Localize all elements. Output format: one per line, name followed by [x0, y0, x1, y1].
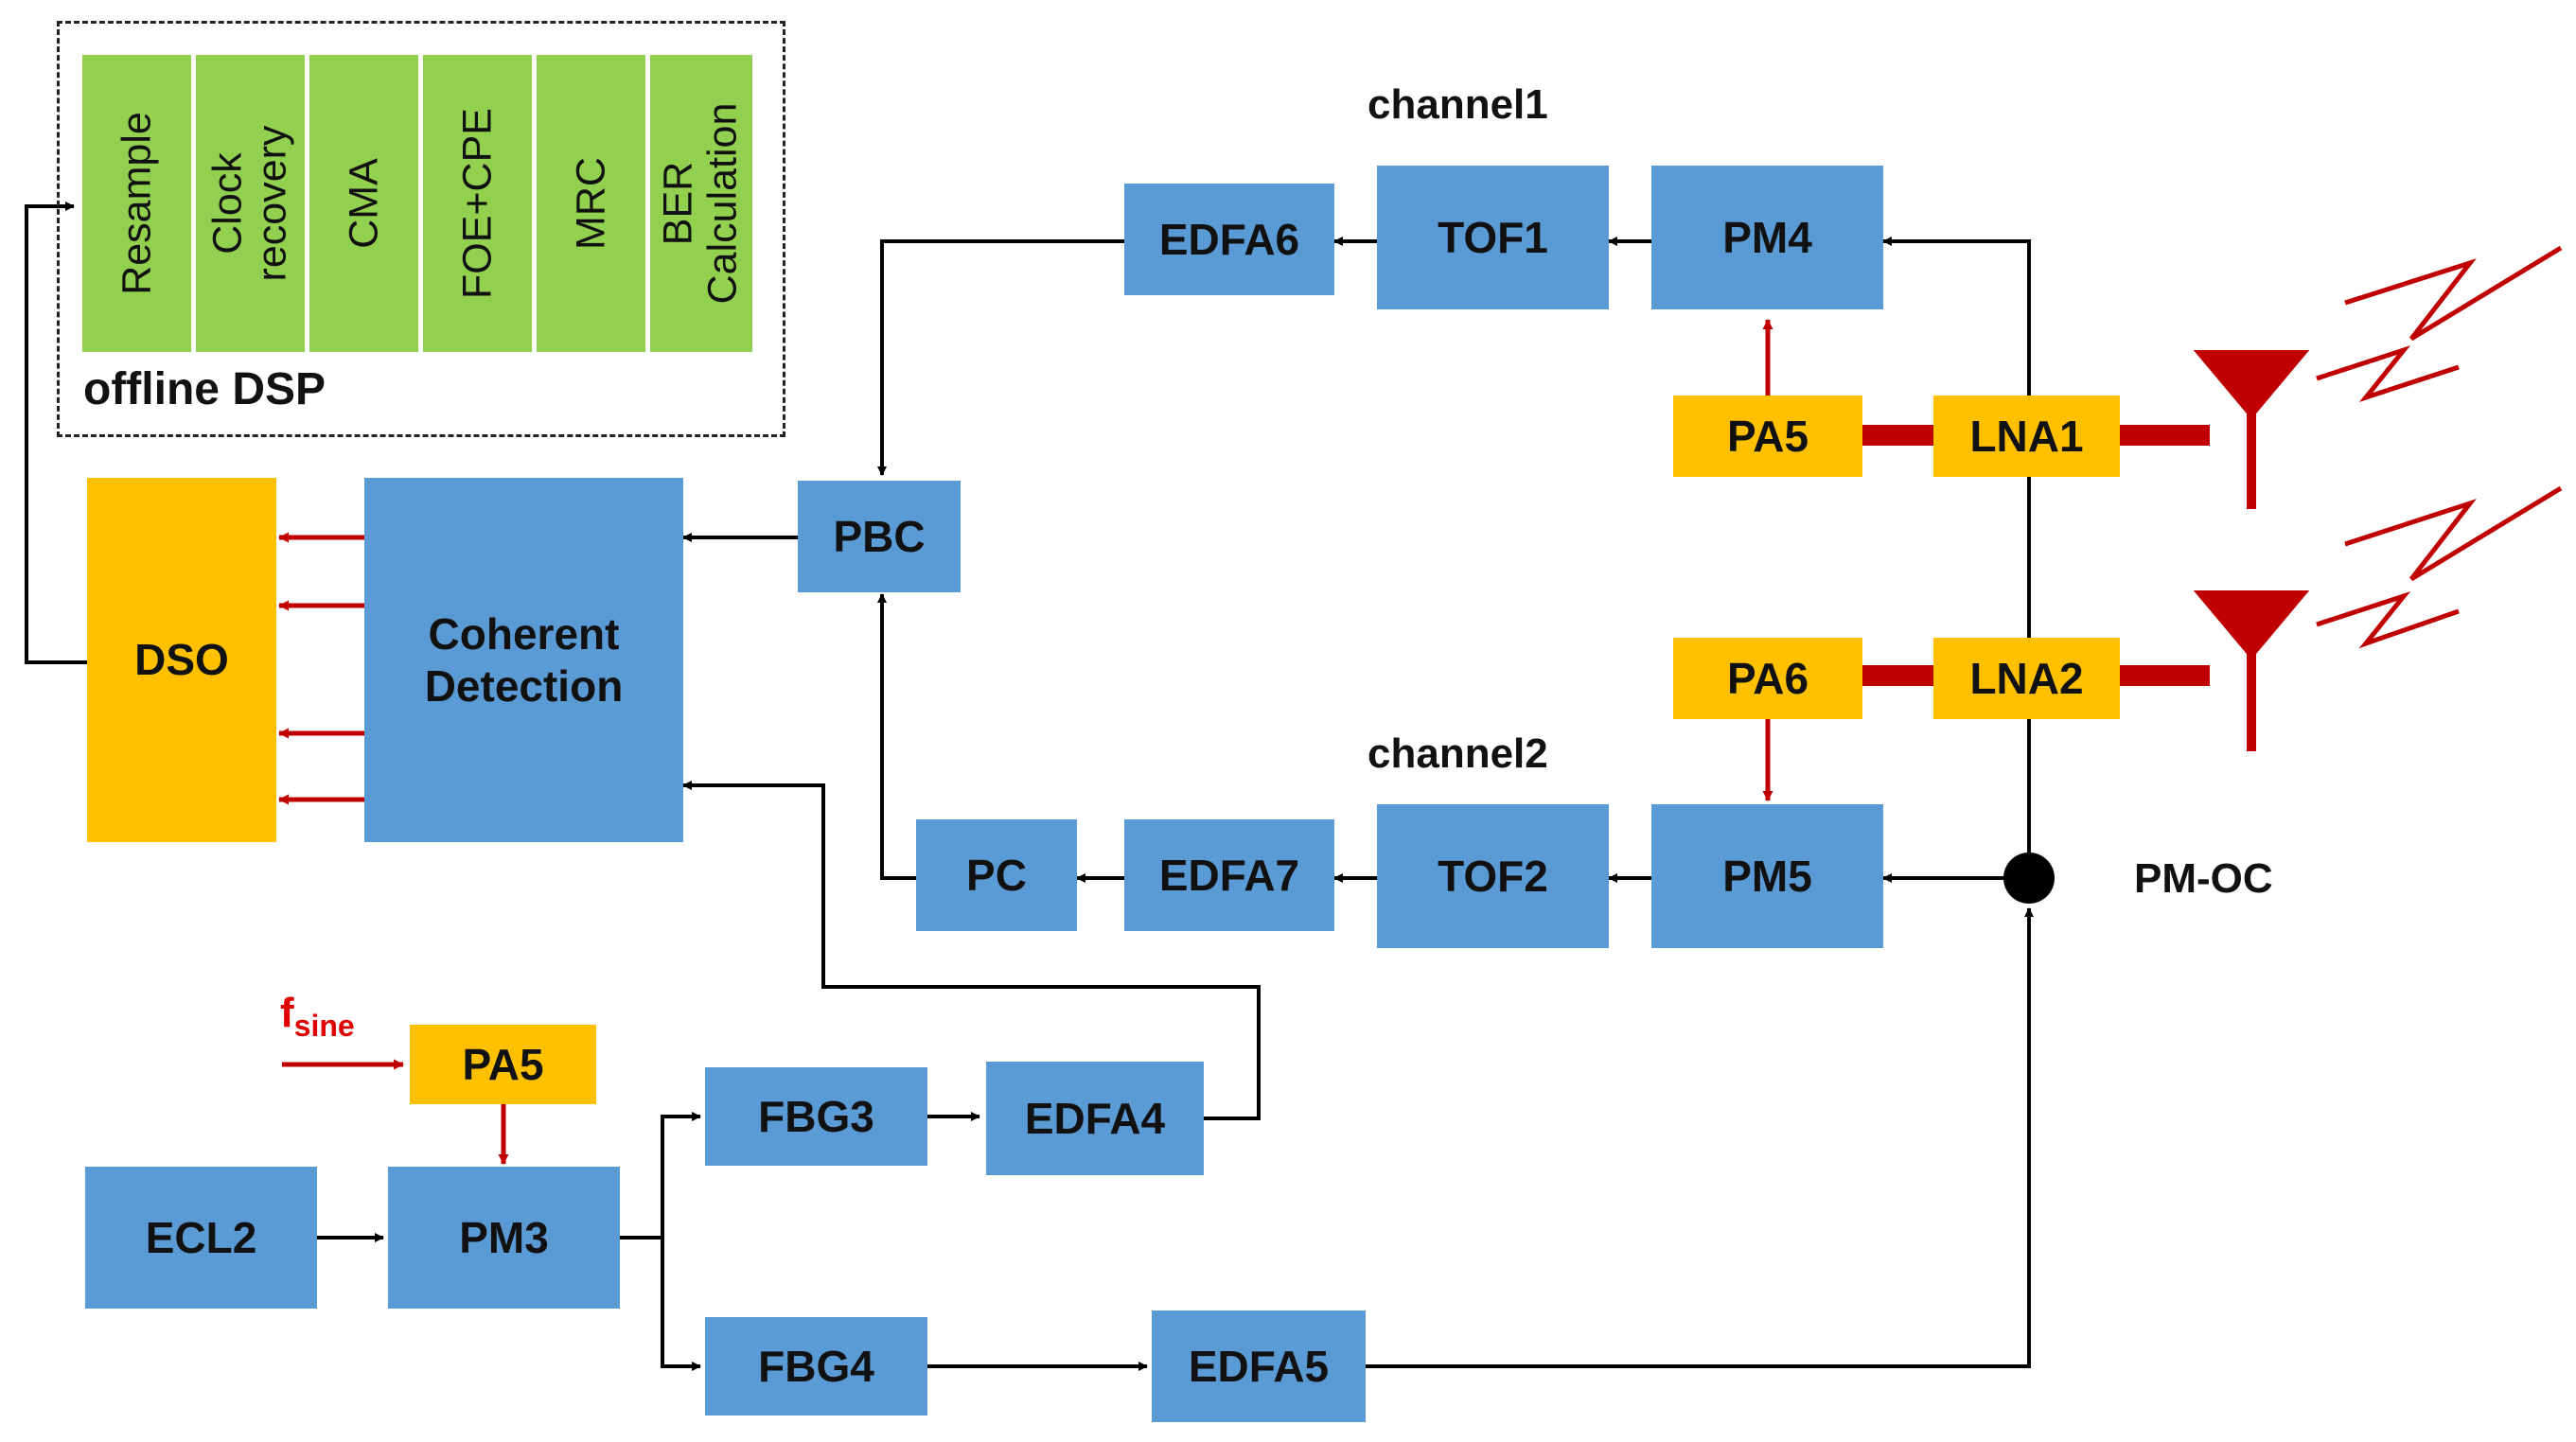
offline-dsp-box — [57, 21, 785, 437]
pa5-bottom-block: PA5 — [410, 1025, 596, 1104]
fbg3-block: FBG3 — [705, 1067, 927, 1166]
wire-split-to-fbg4 — [661, 1238, 701, 1371]
dsp-step-resample: Resample — [82, 55, 191, 352]
wireless-signal-2b-icon — [2316, 591, 2460, 649]
f-sine-label: fsine — [280, 990, 355, 1043]
pm-oc-node — [2003, 853, 2055, 904]
pa6-block: PA6 — [1673, 638, 1862, 719]
tof1-block: TOF1 — [1377, 166, 1609, 309]
dsp-step-cma: CMA — [309, 55, 418, 352]
pm3-block: PM3 — [388, 1167, 620, 1309]
channel1-label: channel1 — [1367, 81, 1548, 128]
wireless-signal-1a-icon — [2344, 245, 2563, 342]
fbg4-block: FBG4 — [705, 1317, 927, 1416]
dsp-step-clock-recovery: Clock recovery — [196, 55, 305, 352]
dsp-step-ber-calculation: BER Calculation — [650, 55, 752, 352]
wire-dso-to-dsp — [25, 202, 87, 664]
dsp-step-mrc: MRC — [537, 55, 645, 352]
pm4-block: PM4 — [1651, 166, 1883, 309]
ecl2-block: ECL2 — [85, 1167, 317, 1309]
wire-pc-to-pbc — [877, 593, 916, 880]
wire-split-to-fbg3 — [661, 1112, 701, 1238]
wireless-signal-1b-icon — [2316, 345, 2460, 402]
pbc-block: PBC — [798, 481, 961, 592]
pa5-top-block: PA5 — [1673, 396, 1862, 477]
edfa6-block: EDFA6 — [1124, 184, 1334, 295]
wire-edfa6-to-pbc — [877, 239, 1124, 476]
dsp-step-foe-cpe: FOE+CPE — [423, 55, 532, 352]
pm-oc-label: PM-OC — [2134, 855, 2273, 902]
offline-dsp-title: offline DSP — [83, 364, 326, 414]
antenna-1-icon — [2193, 350, 2310, 509]
edfa7-block: EDFA7 — [1124, 819, 1334, 931]
antenna-2-icon — [2193, 590, 2310, 751]
edfa5-block: EDFA5 — [1152, 1310, 1366, 1422]
wire-edfa5-to-pmoc — [1366, 907, 2034, 1368]
wireless-signal-2a-icon — [2344, 485, 2563, 582]
wire-edfa4-to-coherent — [682, 781, 1261, 1120]
dso-block: DSO — [87, 478, 276, 842]
pm5-block: PM5 — [1651, 804, 1883, 948]
lna1-block: LNA1 — [1933, 396, 2120, 477]
lna2-block: LNA2 — [1933, 638, 2120, 719]
channel2-label: channel2 — [1367, 730, 1548, 777]
edfa4-block: EDFA4 — [986, 1062, 1204, 1175]
coherent-detection-block: Coherent Detection — [364, 478, 683, 842]
pc-block: PC — [916, 819, 1077, 931]
tof2-block: TOF2 — [1377, 804, 1609, 948]
wire-pmoc-to-pm4 — [1882, 237, 2031, 872]
